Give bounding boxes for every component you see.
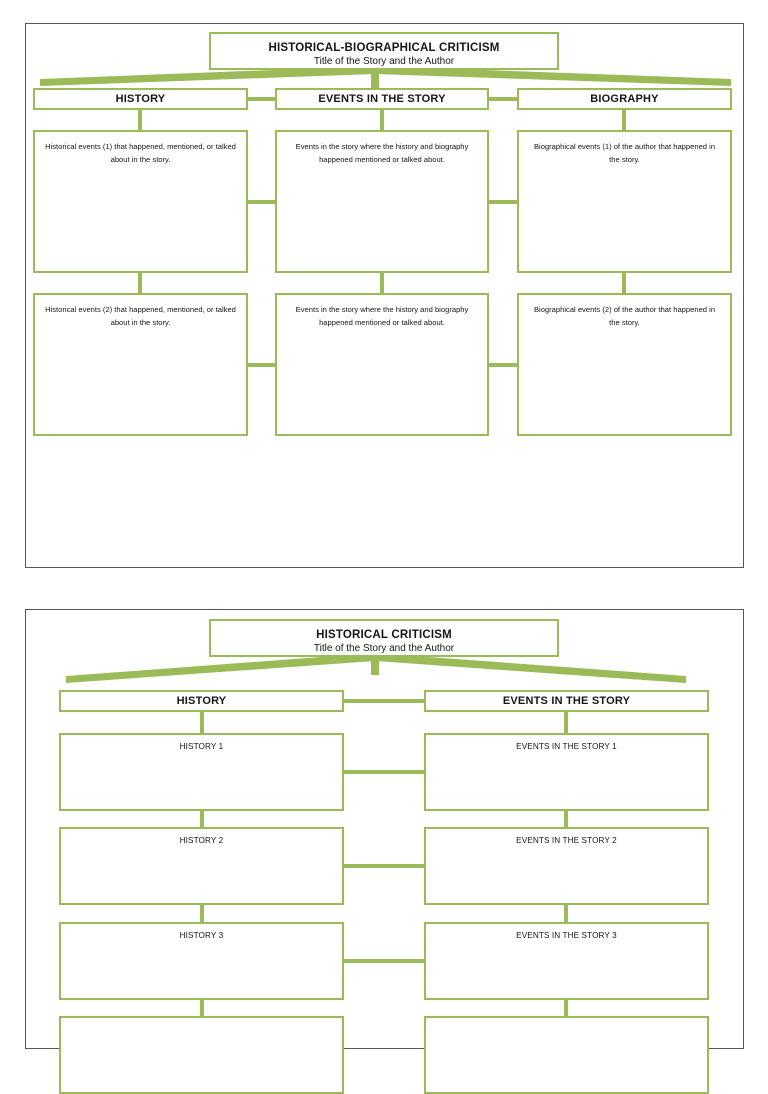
page-one-cell-biography-1-text: Biographical events (1) of the author th…: [533, 142, 716, 164]
header-link-history-events: [246, 97, 277, 101]
page-one-cell-events-2-text: Events in the story where the history an…: [295, 305, 469, 327]
drop-biography-row2: [622, 271, 626, 295]
page-one-header-history: HISTORY: [33, 88, 248, 110]
page-two-cell-events-2: EVENTS IN THE STORY 2: [424, 827, 709, 905]
page-two-drop-history-row4: [200, 998, 204, 1018]
page-one-header-events: EVENTS IN THE STORY: [275, 88, 489, 110]
page-two-drop-history-row1: [200, 712, 204, 735]
page-two-drop-events-row4: [564, 998, 568, 1018]
page-historical-biographical-criticism: HISTORICAL-BIOGRAPHICAL CRITICISM Title …: [25, 23, 744, 568]
row1-link-events-biography: [487, 200, 519, 204]
page-two-header-events: EVENTS IN THE STORY: [424, 690, 709, 712]
page-two-cell-events-3: EVENTS IN THE STORY 3: [424, 922, 709, 1000]
page-one-cell-events-1: Events in the story where the history an…: [275, 130, 489, 273]
drop-events-row2: [380, 271, 384, 295]
page-two-cell-events-4: [424, 1016, 709, 1094]
page-two-header-link: [342, 699, 426, 703]
header-link-events-biography: [487, 97, 519, 101]
page-one-cell-history-2-text: Historical events (2) that happened, men…: [45, 305, 236, 327]
title-to-headers-connector: [40, 66, 731, 88]
page-two-cell-history-1-label: HISTORY 1: [179, 742, 224, 751]
page-two-cell-history-2: HISTORY 2: [59, 827, 344, 905]
page-two-cell-events-1: EVENTS IN THE STORY 1: [424, 733, 709, 811]
page-one-title-box: HISTORICAL-BIOGRAPHICAL CRITICISM Title …: [209, 32, 559, 70]
drop-events-row1: [380, 110, 384, 132]
row2-link-history-events: [246, 363, 277, 367]
page-two-title-subheading: Title of the Story and the Author: [313, 643, 455, 655]
diagram-canvas-one: HISTORICAL-BIOGRAPHICAL CRITICISM Title …: [26, 24, 743, 567]
page-one-header-biography-label: BIOGRAPHY: [590, 93, 659, 105]
page-one-cell-history-1: Historical events (1) that happened, men…: [33, 130, 248, 273]
drop-biography-row1: [622, 110, 626, 132]
page-historical-criticism: HISTORICAL CRITICISM Title of the Story …: [25, 609, 744, 1094]
page-one-cell-biography-2-text: Biographical events (2) of the author th…: [533, 305, 716, 327]
page-two-header-events-label: EVENTS IN THE STORY: [502, 695, 631, 707]
page-two-cell-history-3-label: HISTORY 3: [179, 931, 224, 940]
page-one-header-events-label: EVENTS IN THE STORY: [318, 93, 446, 105]
page-one-cell-history-1-text: Historical events (1) that happened, men…: [45, 142, 236, 164]
page-one-title-heading: HISTORICAL-BIOGRAPHICAL CRITICISM: [268, 42, 500, 54]
page-two-drop-events-row2: [564, 809, 568, 829]
page-one-header-biography: BIOGRAPHY: [517, 88, 732, 110]
page-two-row3-link: [342, 959, 426, 963]
page-two-row2-link: [342, 864, 426, 868]
page-one-title-subheading: Title of the Story and the Author: [313, 56, 455, 68]
page-one-cell-biography-1: Biographical events (1) of the author th…: [517, 130, 732, 273]
page-one-cell-events-2: Events in the story where the history an…: [275, 293, 489, 436]
page-two-title-box: HISTORICAL CRITICISM Title of the Story …: [209, 619, 559, 657]
page-two-cell-events-1-label: EVENTS IN THE STORY 1: [516, 742, 617, 751]
page-two-header-history: HISTORY: [59, 690, 344, 712]
page-two-drop-events-row1: [564, 712, 568, 735]
page-one-cell-biography-2: Biographical events (2) of the author th…: [517, 293, 732, 436]
page-two-drop-history-row3: [200, 903, 204, 924]
page-one-cell-history-2: Historical events (2) that happened, men…: [33, 293, 248, 436]
page-two-cell-history-2-label: HISTORY 2: [179, 836, 224, 845]
page-two-drop-history-row2: [200, 809, 204, 829]
page-two-header-history-label: HISTORY: [176, 695, 227, 707]
page-one-header-history-label: HISTORY: [115, 93, 166, 105]
page-one-cell-events-1-text: Events in the story where the history an…: [295, 142, 469, 164]
row2-link-events-biography: [487, 363, 519, 367]
page-two-cell-history-4: [59, 1016, 344, 1094]
drop-history-row1: [138, 110, 142, 132]
diagram-canvas-two: HISTORICAL CRITICISM Title of the Story …: [26, 610, 743, 1094]
page-two-row1-link: [342, 770, 426, 774]
page-two-cell-history-3: HISTORY 3: [59, 922, 344, 1000]
page-two-cell-history-1: HISTORY 1: [59, 733, 344, 811]
page-two-title-heading: HISTORICAL CRITICISM: [316, 629, 452, 641]
page-two-title-to-headers-connector: [66, 653, 686, 683]
page-two-drop-events-row3: [564, 903, 568, 924]
drop-history-row2: [138, 271, 142, 295]
page-two-cell-events-2-label: EVENTS IN THE STORY 2: [516, 836, 617, 845]
row1-link-history-events: [246, 200, 277, 204]
page-two-cell-events-3-label: EVENTS IN THE STORY 3: [516, 931, 617, 940]
